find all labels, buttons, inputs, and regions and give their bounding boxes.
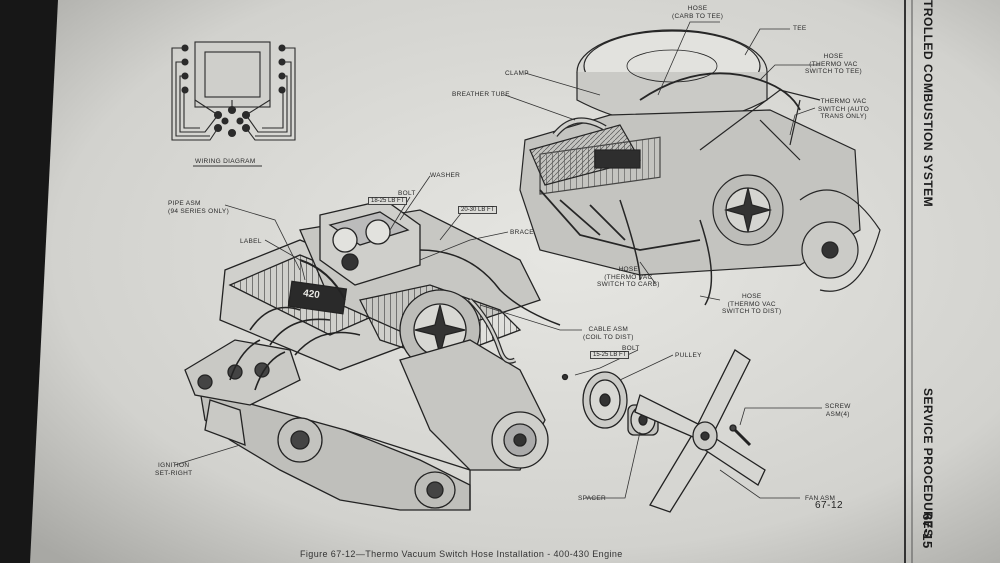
label-clamp: CLAMP: [505, 70, 529, 77]
label-hose-carb-tee: HOSE (CARB TO TEE): [672, 5, 724, 20]
label-screw-asm: SCREW ASM(4): [825, 403, 851, 418]
label-hose-switch-dist: HOSE (THERMO VAC SWITCH TO DIST): [722, 293, 782, 315]
upper-engine: [519, 29, 881, 306]
label-washer: WASHER: [430, 172, 461, 179]
label-cable-asm: CABLE ASM (COIL TO DIST): [583, 326, 634, 341]
wiring-diagram: [171, 41, 296, 141]
engine-emblem-text: 420: [302, 287, 321, 302]
label-bolt-mid: BOLT: [622, 345, 640, 352]
label-spacer: SPACER: [578, 495, 607, 502]
label-label: LABEL: [240, 238, 262, 245]
label-thermo-vac-switch: THERMO VAC SWITCH (AUTO TRANS ONLY): [818, 98, 870, 120]
wiring-diagram-title: WIRING DIAGRAM: [195, 158, 256, 165]
torque-bolt-mid: 15-25 LB FT: [590, 351, 630, 359]
label-pulley: PULLEY: [675, 352, 702, 359]
page-number: 67-15: [920, 513, 935, 549]
label-hose-switch-carb: HOSE (THERMO VAC SWITCH TO CARB): [597, 266, 660, 288]
label-brace: BRACE: [510, 229, 534, 236]
label-ignition: IGNITION SET-RIGHT: [155, 462, 193, 477]
label-tee: TEE: [793, 25, 807, 32]
engine-emblem-plate: [287, 280, 348, 315]
torque-bolt-top: 18-25 LB FT: [368, 197, 408, 205]
fan-assembly: [561, 349, 766, 513]
label-bolt-top: BOLT: [398, 190, 416, 197]
label-fan-asm: FAN ASM: [805, 495, 836, 502]
figure-number: 67-12: [815, 500, 844, 511]
label-breather-tube: BREATHER TUBE: [452, 91, 510, 98]
figure-caption: Figure 67-12—Thermo Vacuum Switch Hose I…: [300, 549, 623, 559]
label-pipe-asm: PIPE ASM (94 SERIES ONLY): [168, 200, 230, 215]
main-engine: [184, 199, 561, 511]
section-header: TROLLED COMBUSTION SYSTEM: [921, 0, 935, 208]
leader-lines: [174, 21, 822, 499]
label-hose-switch-tee: HOSE (THERMO VAC SWITCH TO TEE): [805, 53, 862, 75]
torque-brace: 20-30 LB FT: [458, 206, 498, 214]
